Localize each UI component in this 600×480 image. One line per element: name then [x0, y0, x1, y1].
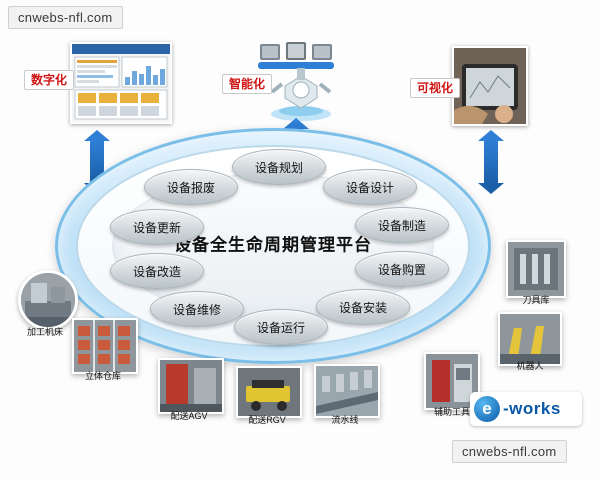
callout-label-intelligent: 智能化: [222, 74, 273, 94]
logo-mark: e: [474, 396, 500, 422]
asset-label-rgv: 配送RGV: [248, 415, 286, 425]
pill-equipment-purchase[interactable]: 设备购置: [355, 251, 449, 287]
asset-photo-assembly-line[interactable]: [314, 364, 380, 418]
asset-photo-warehouse[interactable]: [72, 318, 138, 374]
asset-photo-robot[interactable]: [498, 312, 562, 366]
asset-photo-machine-tool[interactable]: [18, 270, 78, 330]
photo-visualization: [452, 46, 528, 126]
callout-label-digitalization: 数字化: [24, 70, 75, 90]
pill-equipment-scrap[interactable]: 设备报废: [144, 169, 238, 205]
asset-label-robot: 机器人: [516, 361, 544, 371]
asset-photo-tool-magazine[interactable]: [506, 240, 566, 298]
asset-label-agv: 配送AGV: [170, 411, 208, 421]
pill-equipment-design[interactable]: 设备设计: [323, 169, 417, 205]
platform-title: 设备全生命周期管理平台: [174, 235, 372, 255]
logo-text: -works: [503, 399, 561, 418]
asset-photo-rgv[interactable]: [236, 366, 302, 418]
pill-equipment-retrofit[interactable]: 设备改造: [110, 253, 204, 289]
callout-label-visualization: 可视化: [410, 78, 461, 98]
asset-photo-tools[interactable]: [424, 352, 480, 410]
photo-digitalization: [70, 42, 172, 124]
asset-label-warehouse: 立体仓库: [84, 371, 121, 381]
pill-equipment-installation[interactable]: 设备安装: [316, 289, 410, 325]
pill-equipment-planning[interactable]: 设备规划: [232, 149, 326, 185]
pill-equipment-manufacture[interactable]: 设备制造: [355, 207, 449, 243]
asset-label-machine-tool: 加工机床: [26, 327, 63, 337]
pill-equipment-operation[interactable]: 设备运行: [234, 309, 328, 345]
pill-equipment-maintenance[interactable]: 设备维修: [150, 291, 244, 327]
photo-intelligent-robot: [270, 66, 332, 122]
asset-label-assembly-line: 流水线: [331, 415, 359, 425]
watermark-bottom: cnwebs-nfl.com: [452, 440, 567, 463]
arrow-visualization: [478, 130, 504, 194]
asset-label-tool-magazine: 刀具库: [522, 295, 550, 305]
asset-label-tools: 辅助工具: [433, 407, 470, 417]
pill-equipment-renewal[interactable]: 设备更新: [110, 209, 204, 245]
eworks-logo: e -works: [470, 392, 582, 426]
asset-photo-agv[interactable]: [158, 358, 224, 414]
watermark-top: cnwebs-nfl.com: [8, 6, 123, 29]
photo-intelligent-top: [258, 38, 334, 72]
